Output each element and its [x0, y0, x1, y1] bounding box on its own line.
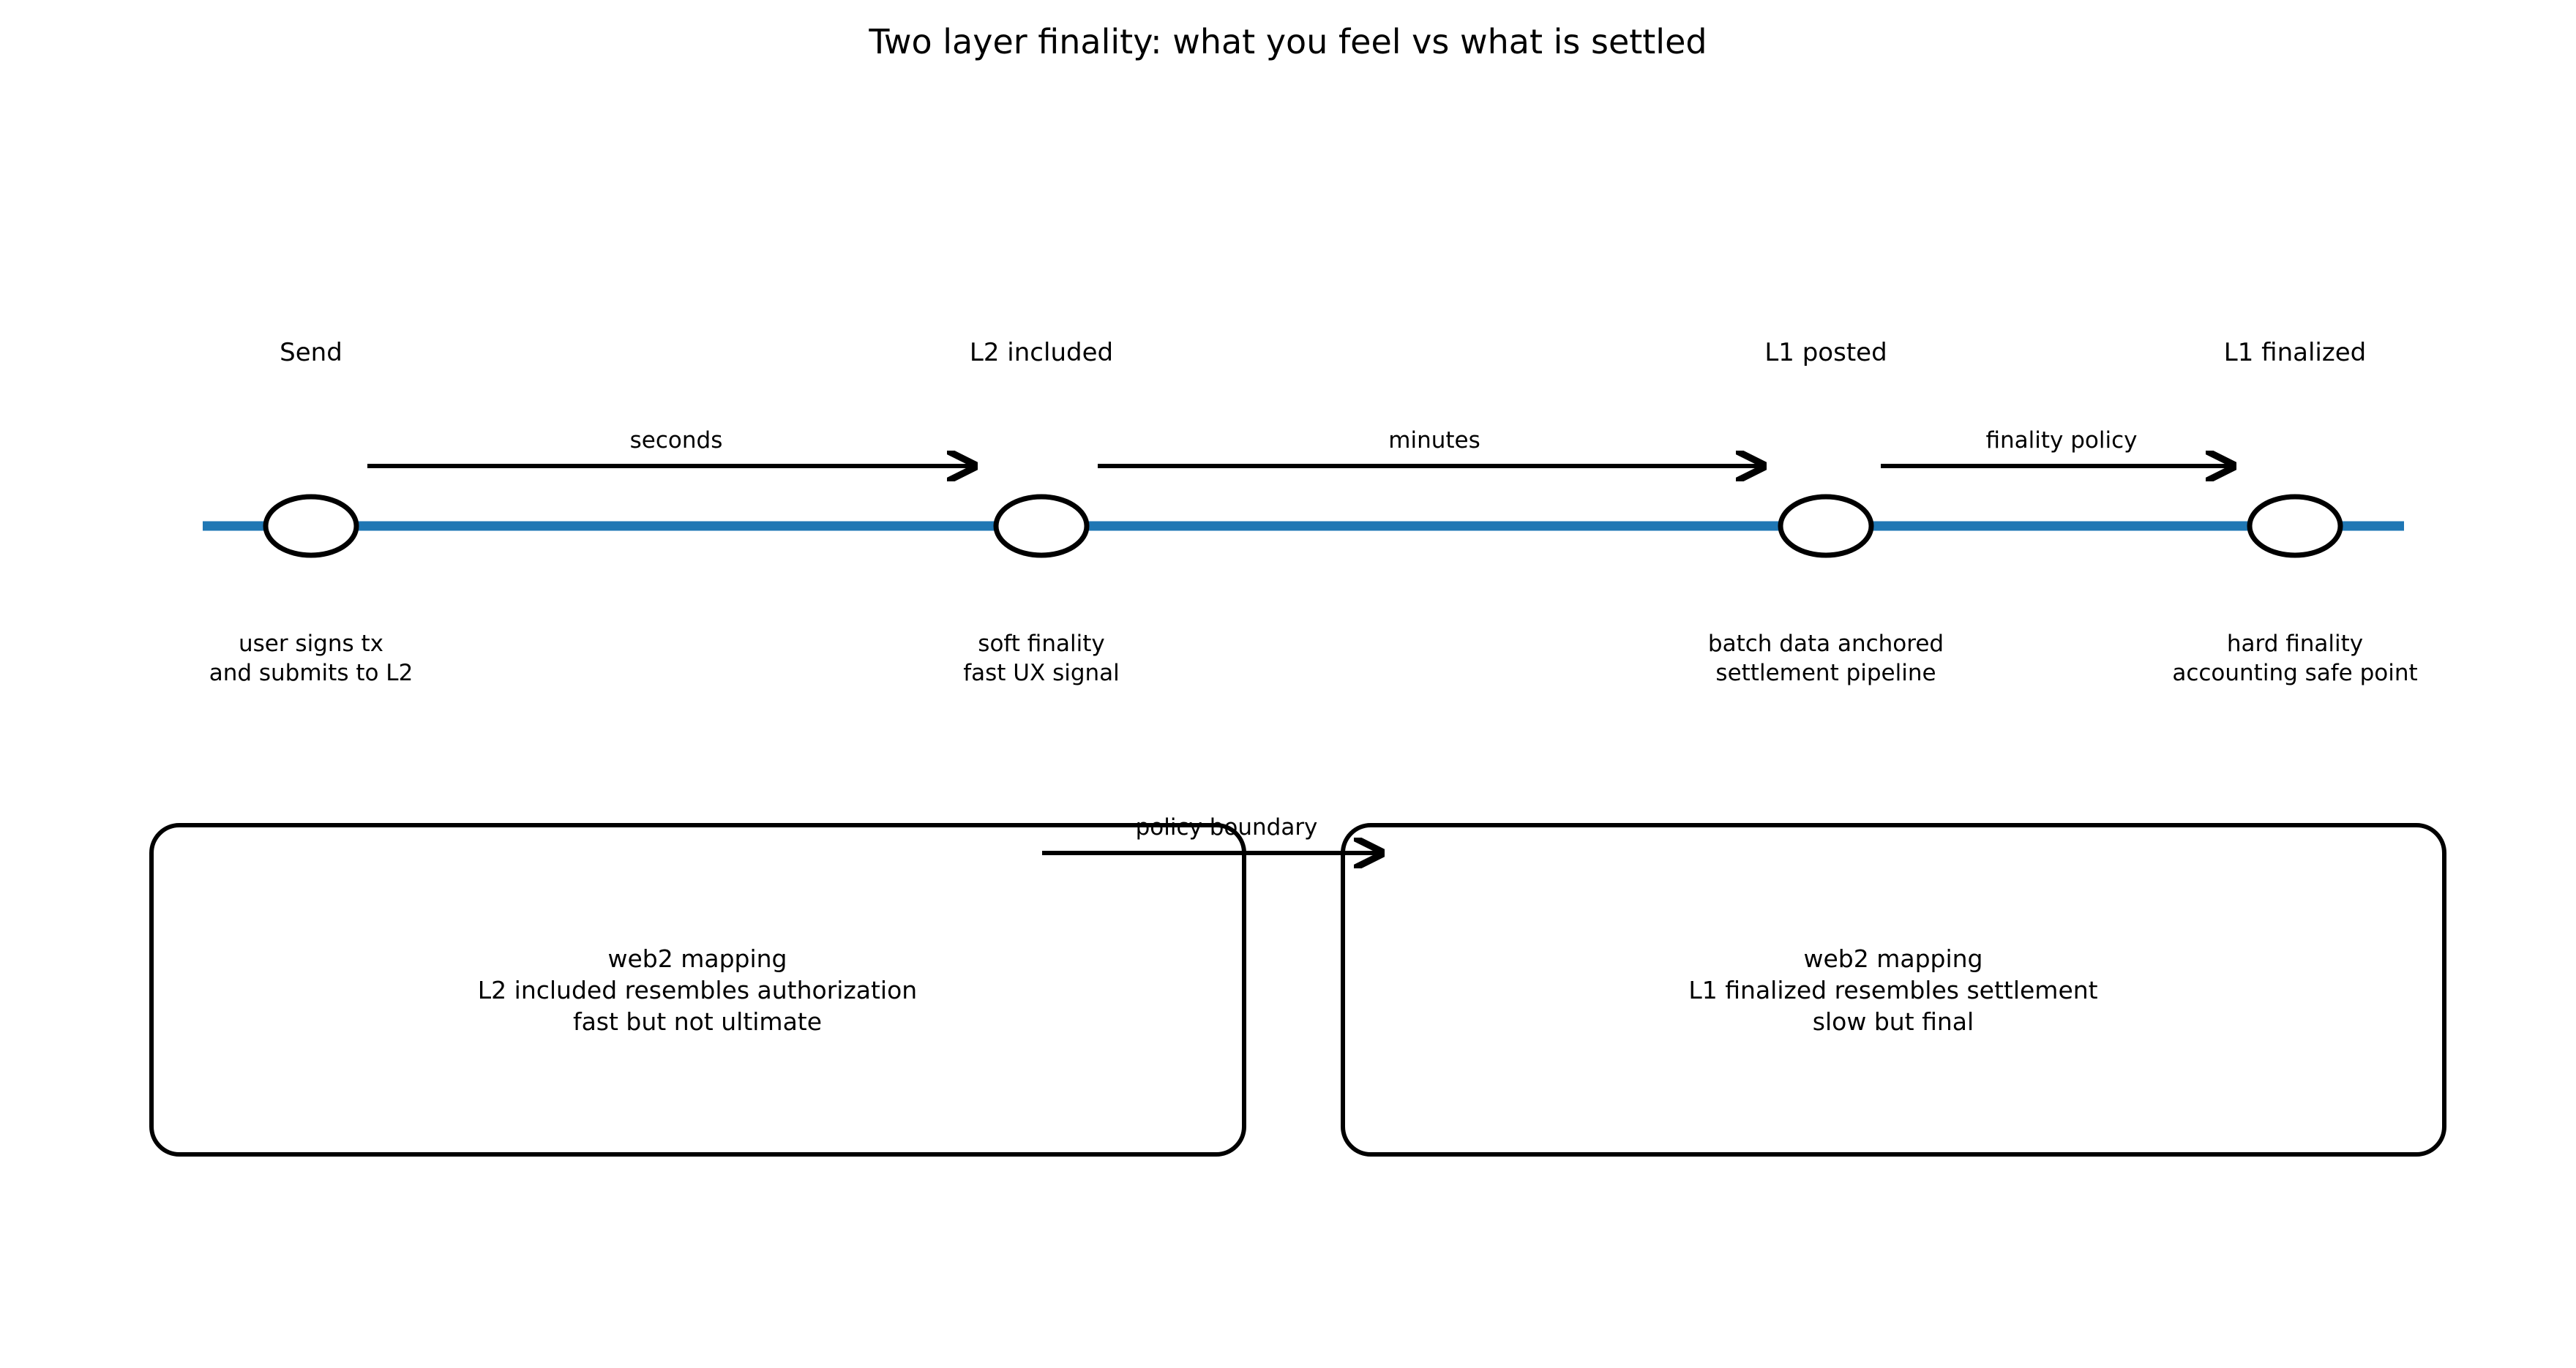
- mapping-box-web2-settlement[interactable]: [1341, 823, 2446, 1157]
- timeline-nodes: [263, 494, 2343, 558]
- timeline-node-l1-finalized[interactable]: [2247, 494, 2343, 558]
- timeline-node-l1-posted[interactable]: [1778, 494, 1874, 558]
- timeline-node-send[interactable]: [263, 494, 359, 558]
- edge-label-minutes: minutes: [1388, 427, 1480, 454]
- node-sublabel-l2-included: soft finality fast UX signal: [963, 631, 1120, 687]
- mapping-box-web2-authorization[interactable]: [149, 823, 1246, 1157]
- node-label-l2-included: L2 included: [969, 338, 1114, 367]
- page-title: Two layer finality: what you feel vs wha…: [869, 22, 1707, 61]
- node-label-send: Send: [280, 338, 342, 367]
- node-sublabel-l1-posted: batch data anchored settlement pipeline: [1707, 631, 1944, 687]
- node-label-l1-finalized: L1 finalized: [2223, 338, 2367, 367]
- node-sublabel-l1-finalized: hard finality accounting safe point: [2172, 631, 2418, 687]
- node-label-l1-posted: L1 posted: [1764, 338, 1887, 367]
- policy-boundary-label: policy boundary: [1135, 814, 1318, 841]
- timeline-node-l2-included[interactable]: [993, 494, 1090, 558]
- edge-label-seconds: seconds: [629, 427, 723, 454]
- mapping-box-text-web2-authorization: web2 mapping L2 included resembles autho…: [477, 944, 918, 1036]
- node-sublabel-send: user signs tx and submits to L2: [209, 631, 413, 687]
- mapping-box-text-web2-settlement: web2 mapping L1 finalized resembles sett…: [1688, 944, 2098, 1036]
- edge-label-finality-policy: finality policy: [1985, 427, 2138, 454]
